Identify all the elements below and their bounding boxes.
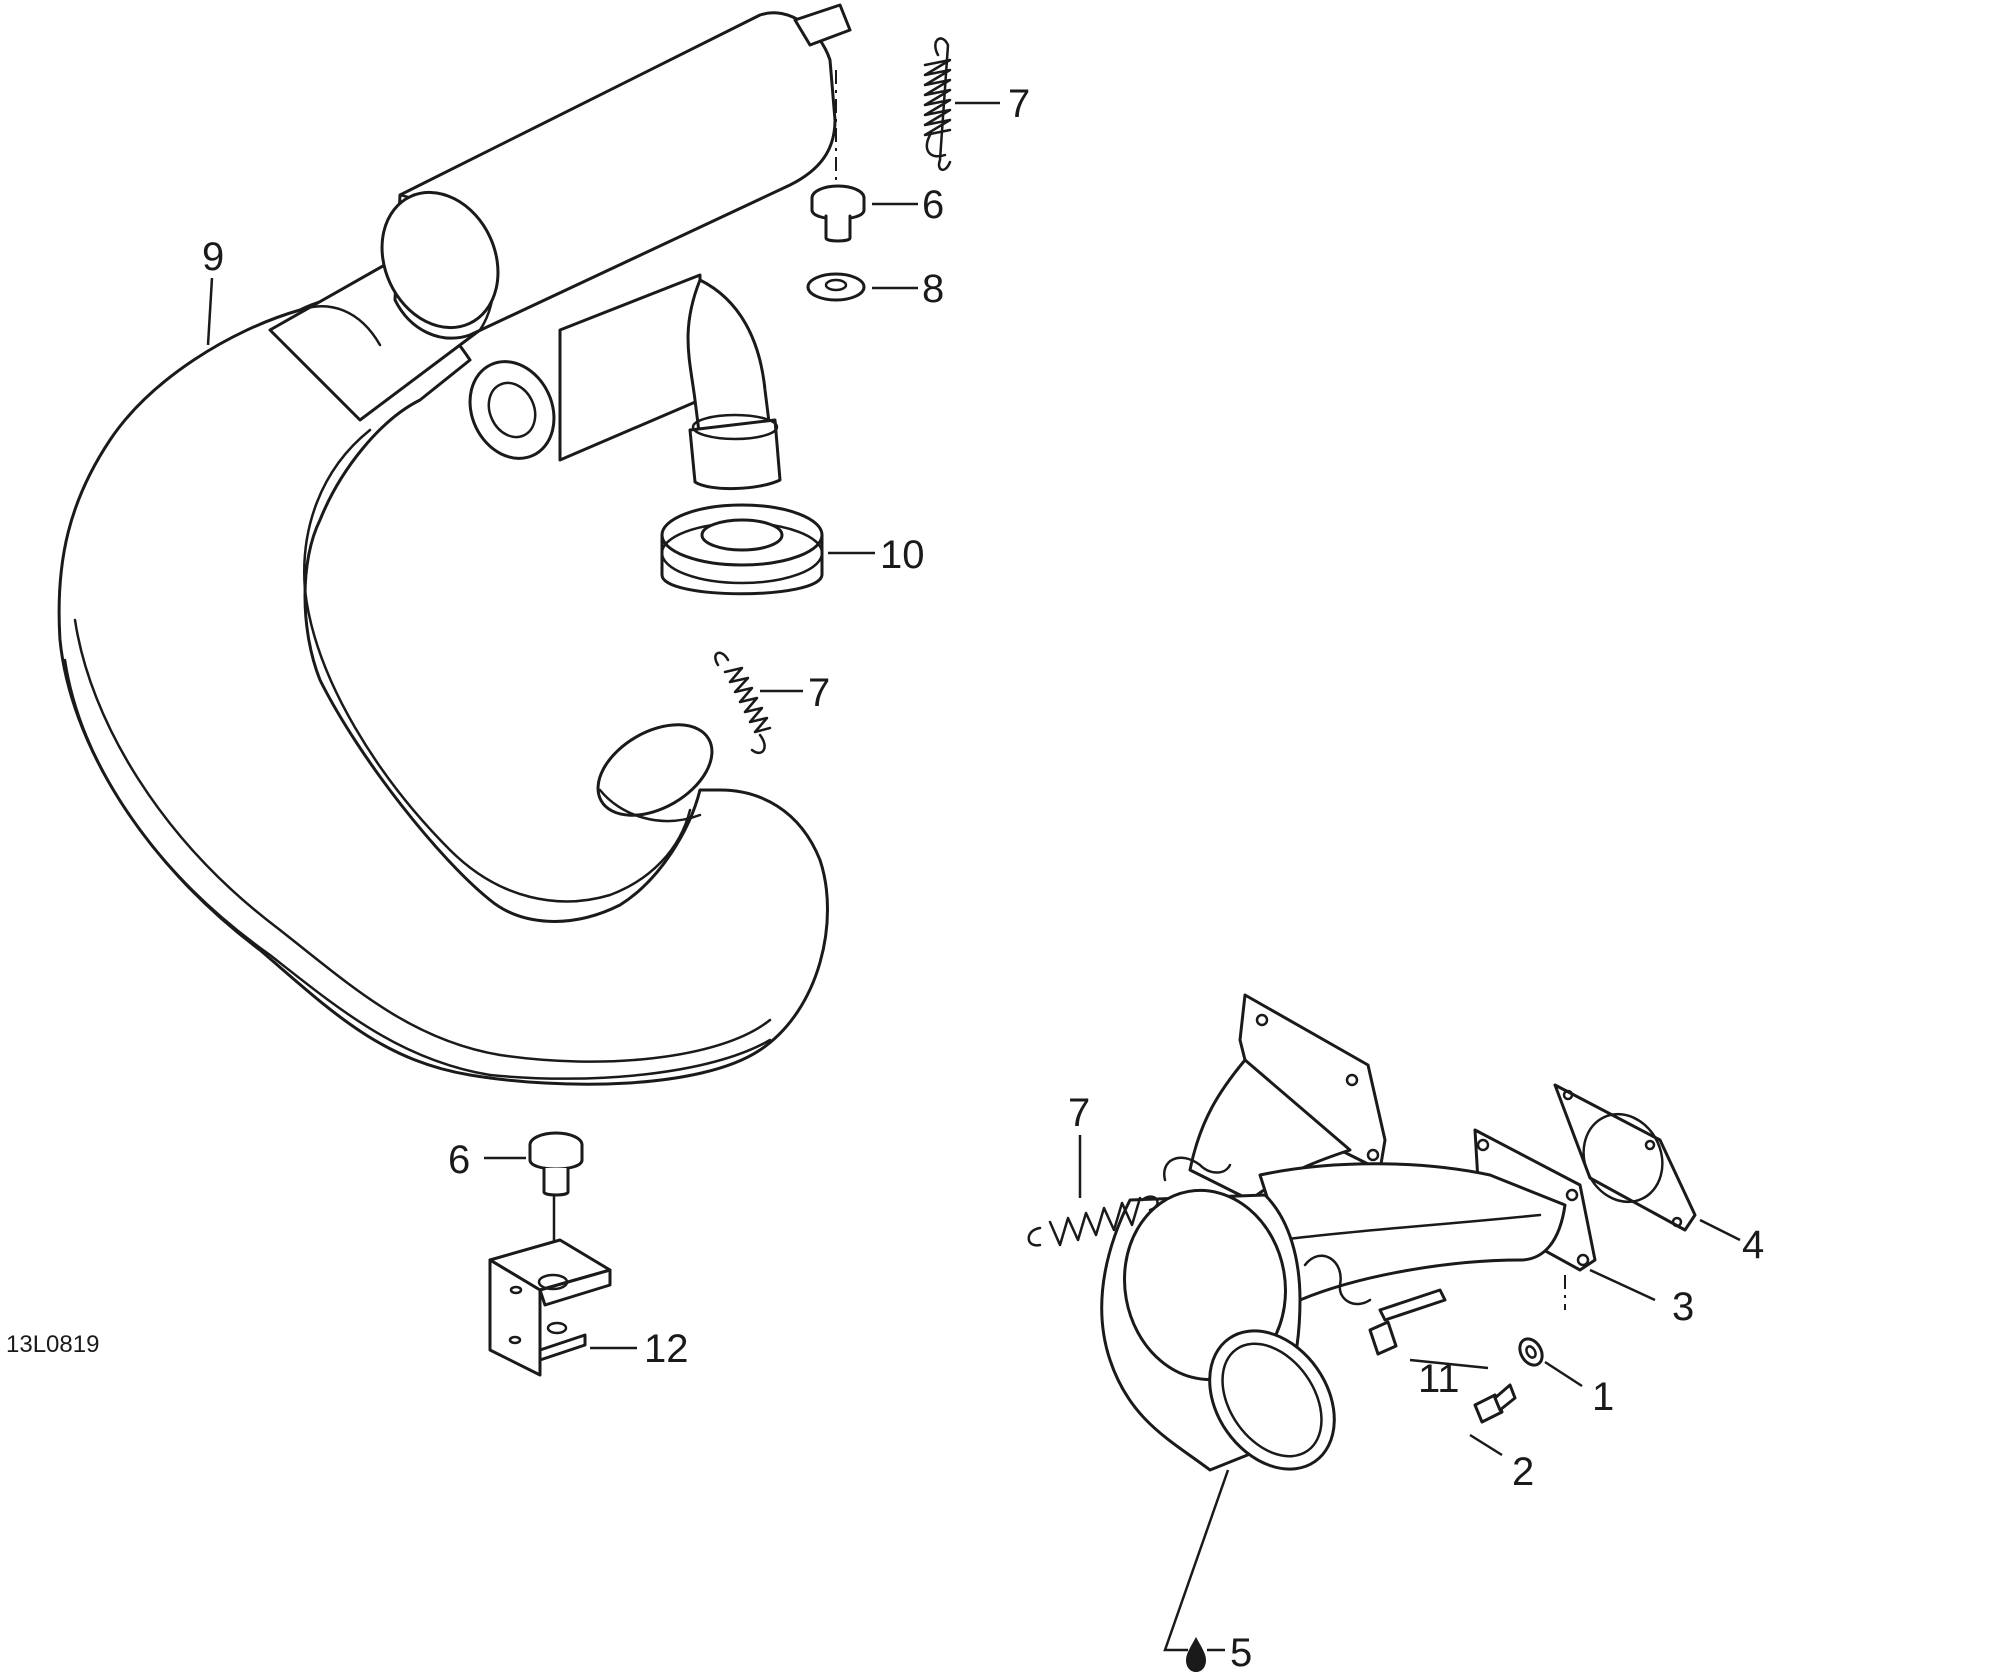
exhaust-manifold [1100,993,1597,1472]
callout-12: 12 [644,1327,689,1371]
callout-11: 11 [1418,1357,1460,1401]
spring-middle [714,651,772,755]
callout-7-manifold: 7 [1068,1091,1090,1135]
manifold-gasket [1553,1083,1697,1232]
callout-10: 10 [880,533,925,577]
spring-top [923,37,952,171]
callout-2: 2 [1512,1450,1534,1494]
allen-screw [1473,1383,1517,1424]
lock-washer [1518,1337,1544,1367]
rubber-grommet [660,503,824,596]
grommet-bolt-top [810,70,866,243]
muffler-bracket [488,1238,612,1377]
callout-5: 5 [1230,1631,1252,1675]
callout-4: 4 [1742,1223,1764,1267]
callout-7-top: 7 [1008,82,1030,126]
grommet-bolt-bottom [528,1131,584,1282]
exhaust-pipe-assembly [57,3,852,1086]
manifold-bolt [1368,1275,1566,1356]
callout-8: 8 [922,267,944,311]
spring-manifold [1027,1195,1159,1247]
callout-1: 1 [1592,1375,1614,1419]
washer [806,272,866,302]
callout-6-bottom: 6 [448,1138,470,1182]
leader-lines [206,101,1741,1652]
callout-3: 3 [1672,1285,1694,1329]
diagram-code: 13L0819 [6,1331,99,1358]
callout-7-middle: 7 [808,671,830,715]
callout-6-top: 6 [922,183,944,227]
callout-9: 9 [202,235,224,279]
oil-drop-icon [1186,1637,1225,1672]
